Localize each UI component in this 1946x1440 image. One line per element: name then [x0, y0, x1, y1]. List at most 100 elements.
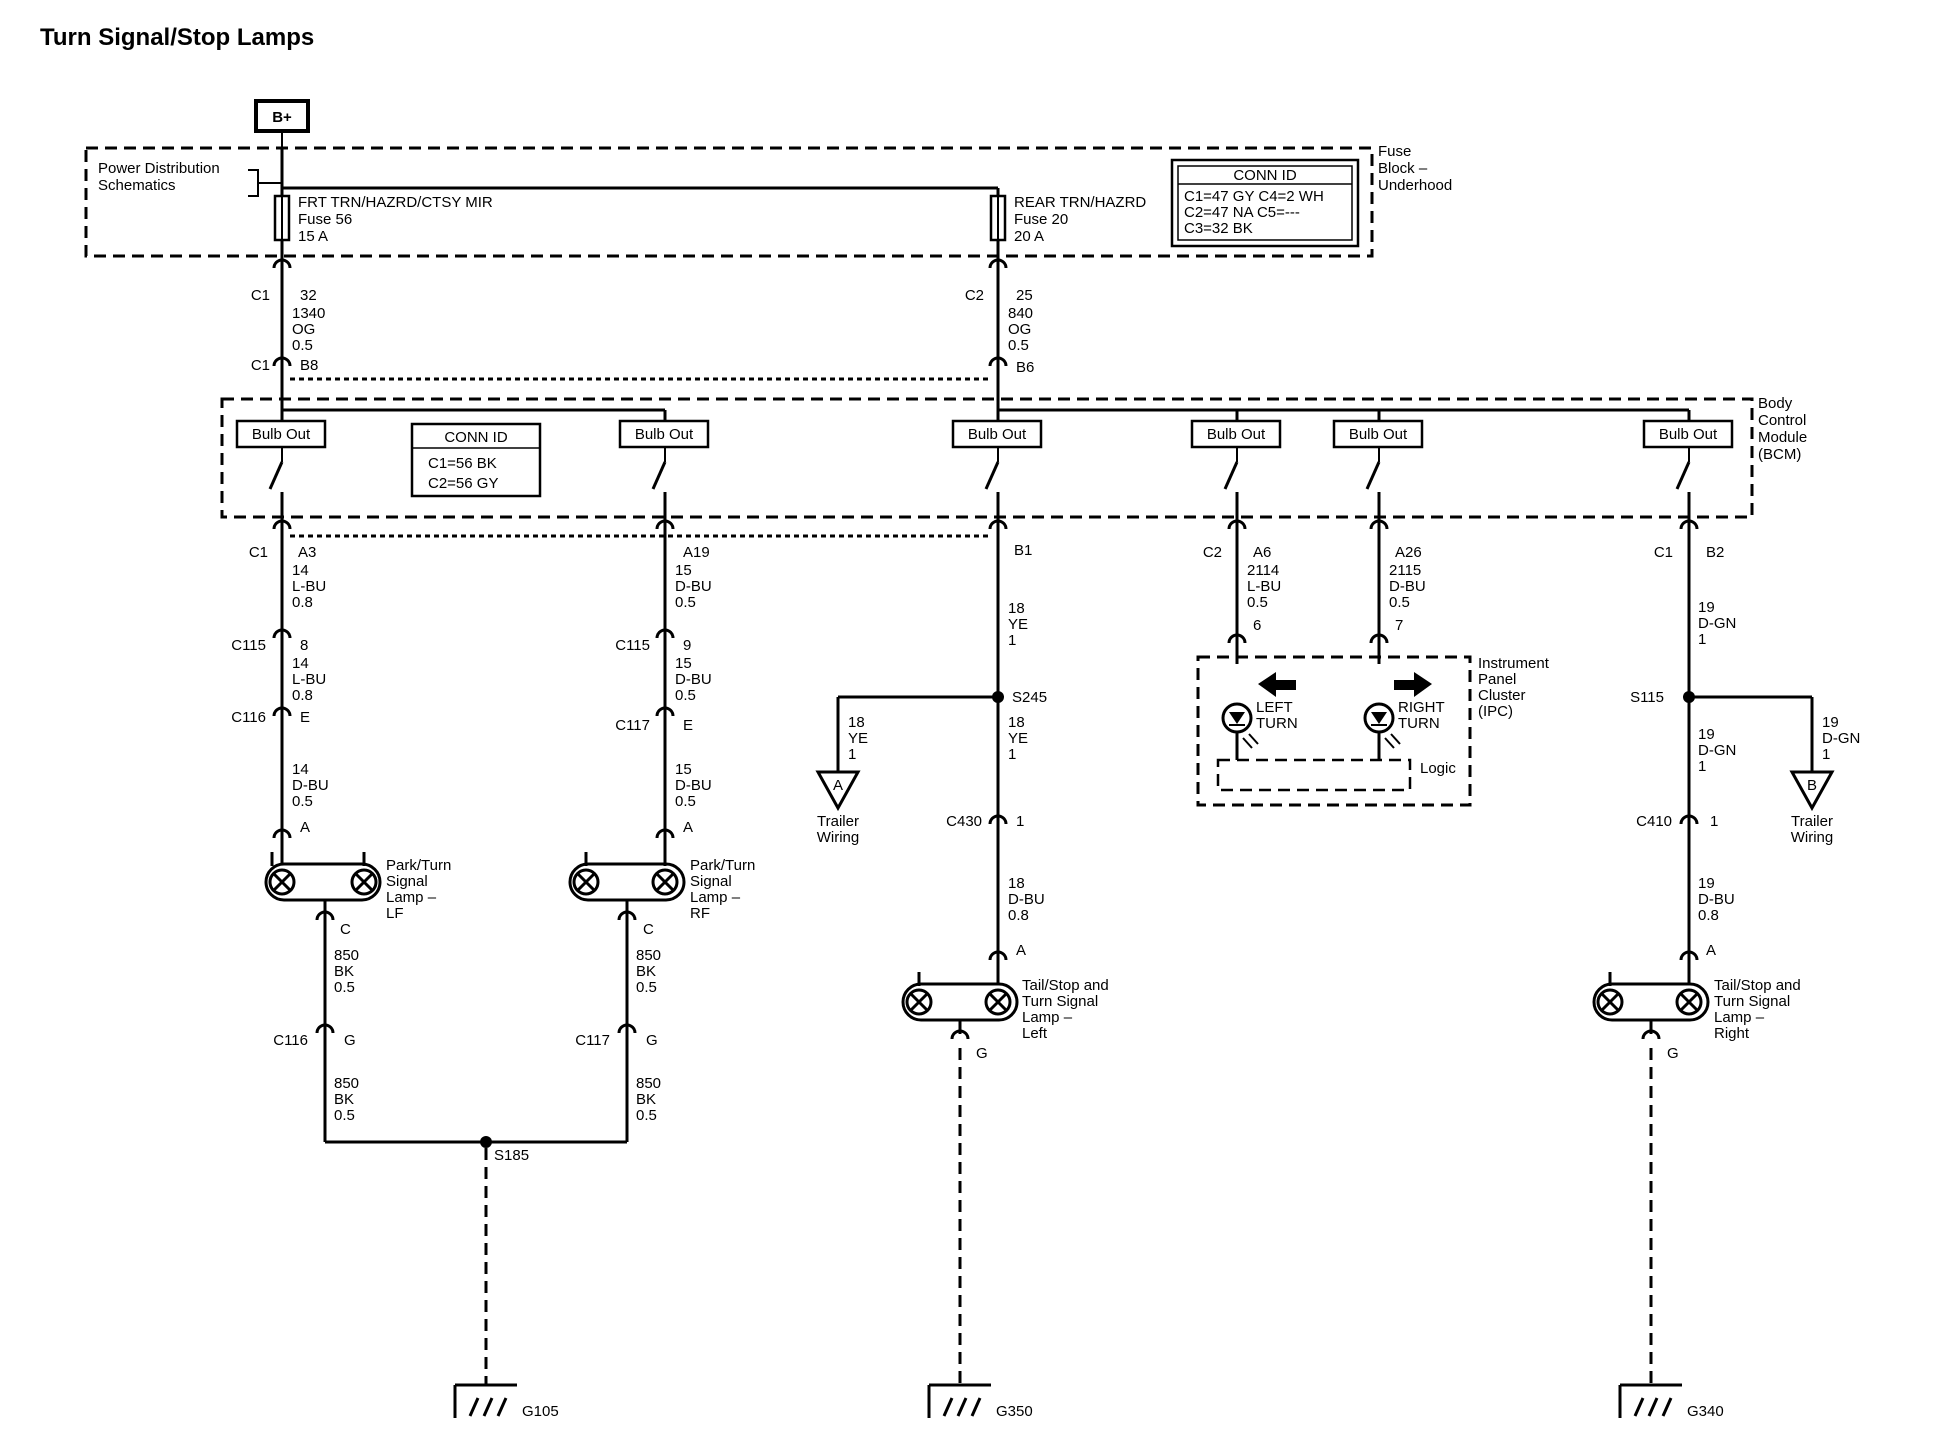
bulb-out-switch-lf: Bulb Out: [235, 419, 327, 520]
rf-out-pin: C: [643, 921, 654, 938]
ground-g350-label: G350: [996, 1403, 1033, 1420]
lr-c430-pin: 1: [1016, 813, 1024, 830]
svg-text:C2=47 NA C5=---: C2=47 NA C5=---: [1184, 204, 1300, 221]
battery-positive-label: B+: [272, 109, 292, 126]
lf-c116-pin: E: [300, 709, 310, 726]
lr-pin: B1: [1014, 542, 1032, 559]
lu-pin-top: 32: [300, 287, 317, 304]
bulb-out-switch-rf: Bulb Out: [618, 419, 710, 520]
lf-c115-pin: 8: [300, 637, 308, 654]
svg-text:Bulb Out: Bulb Out: [635, 426, 694, 443]
trailer-wiring-a-connector: [815, 770, 861, 812]
rf-lamp-pin: A: [683, 819, 693, 836]
ipc-logic-label: Logic: [1420, 760, 1456, 777]
bulb-out-switch-lr: Bulb Out: [951, 419, 1043, 520]
trailer-b-tag: B: [1807, 777, 1817, 794]
ipc-left-pin2: 6: [1253, 617, 1261, 634]
lr-out-pin: G: [976, 1045, 988, 1062]
rf-c117b-pin: G: [646, 1032, 658, 1049]
bcm-conn-id: CONN ID C1=56 BK C2=56 GY: [410, 422, 542, 498]
svg-text:C1=56 BK: C1=56 BK: [428, 455, 497, 472]
page-title: Turn Signal/Stop Lamps: [40, 24, 314, 51]
rr-conn: C1: [1654, 544, 1673, 561]
lf-c116b-pin: G: [344, 1032, 356, 1049]
ground-g340-symbol: [1618, 1383, 1682, 1418]
lf-c116b: C116: [273, 1032, 308, 1049]
splice-s185: [480, 1136, 492, 1148]
rr-c410: C410: [1636, 813, 1672, 830]
lr-lamp-pin: A: [1016, 942, 1026, 959]
lf-out-pin: C: [340, 921, 351, 938]
lf-pin: A3: [298, 544, 316, 561]
svg-text:C1=47 GY C4=2 WH: C1=47 GY C4=2 WH: [1184, 188, 1324, 205]
lu-pin-bot: B8: [300, 357, 318, 374]
left-turn-indicator: [1221, 702, 1259, 749]
rr-pin: B2: [1706, 544, 1724, 561]
rf-c117-pin: E: [683, 717, 693, 734]
tail-stop-turn-lamp-left: [901, 972, 1019, 1022]
ru-circuit: 840 OG 0.5: [1008, 305, 1037, 354]
splice-s245-label: S245: [1012, 689, 1047, 706]
bulb-out-switch-ipc-left: Bulb Out: [1190, 419, 1282, 520]
rf-c115: C115: [615, 637, 650, 654]
rf-pin: A19: [683, 544, 710, 561]
rf-c117b: C117: [575, 1032, 610, 1049]
ground-g340-label: G340: [1687, 1403, 1724, 1420]
svg-text:Bulb Out: Bulb Out: [252, 426, 311, 443]
splice-s115-label: S115: [1630, 689, 1664, 706]
svg-text:CONN ID: CONN ID: [444, 429, 508, 446]
ru-pin-top: 25: [1016, 287, 1033, 304]
ipc-logic-box: [1216, 758, 1412, 792]
ground-g105-label: G105: [522, 1403, 559, 1420]
rr-out-pin: G: [1667, 1045, 1679, 1062]
fuse-56-label: FRT TRN/HAZRD/CTSY MIR Fuse 56 15 A: [298, 194, 497, 245]
rf-c117: C117: [615, 717, 650, 734]
bcm-outline: [220, 397, 1754, 519]
svg-text:CONN ID: CONN ID: [1233, 167, 1297, 184]
ipc-right-pin: A26: [1395, 544, 1422, 561]
lu-circuit: 1340 OG 0.5: [292, 305, 330, 354]
fuse-20-label: REAR TRN/HAZRD Fuse 20 20 A: [1014, 194, 1150, 245]
svg-text:C2=56 GY: C2=56 GY: [428, 475, 498, 492]
power-distribution-ref: Power Distribution Schematics: [98, 160, 224, 194]
ground-g105-symbol: [453, 1383, 517, 1418]
lf-c115: C115: [231, 637, 266, 654]
splice-s185-label: S185: [494, 1147, 529, 1164]
left-arrow-icon: [1258, 672, 1296, 697]
right-arrow-icon: [1394, 672, 1432, 697]
ipc-right-pin2: 7: [1395, 617, 1403, 634]
rr-c410-pin: 1: [1710, 813, 1718, 830]
svg-text:Bulb Out: Bulb Out: [1207, 426, 1266, 443]
lf-lamp-pin: A: [300, 819, 310, 836]
trailer-wiring-b-connector: [1789, 770, 1835, 812]
svg-text:Bulb Out: Bulb Out: [968, 426, 1027, 443]
lf-c116: C116: [231, 709, 266, 726]
